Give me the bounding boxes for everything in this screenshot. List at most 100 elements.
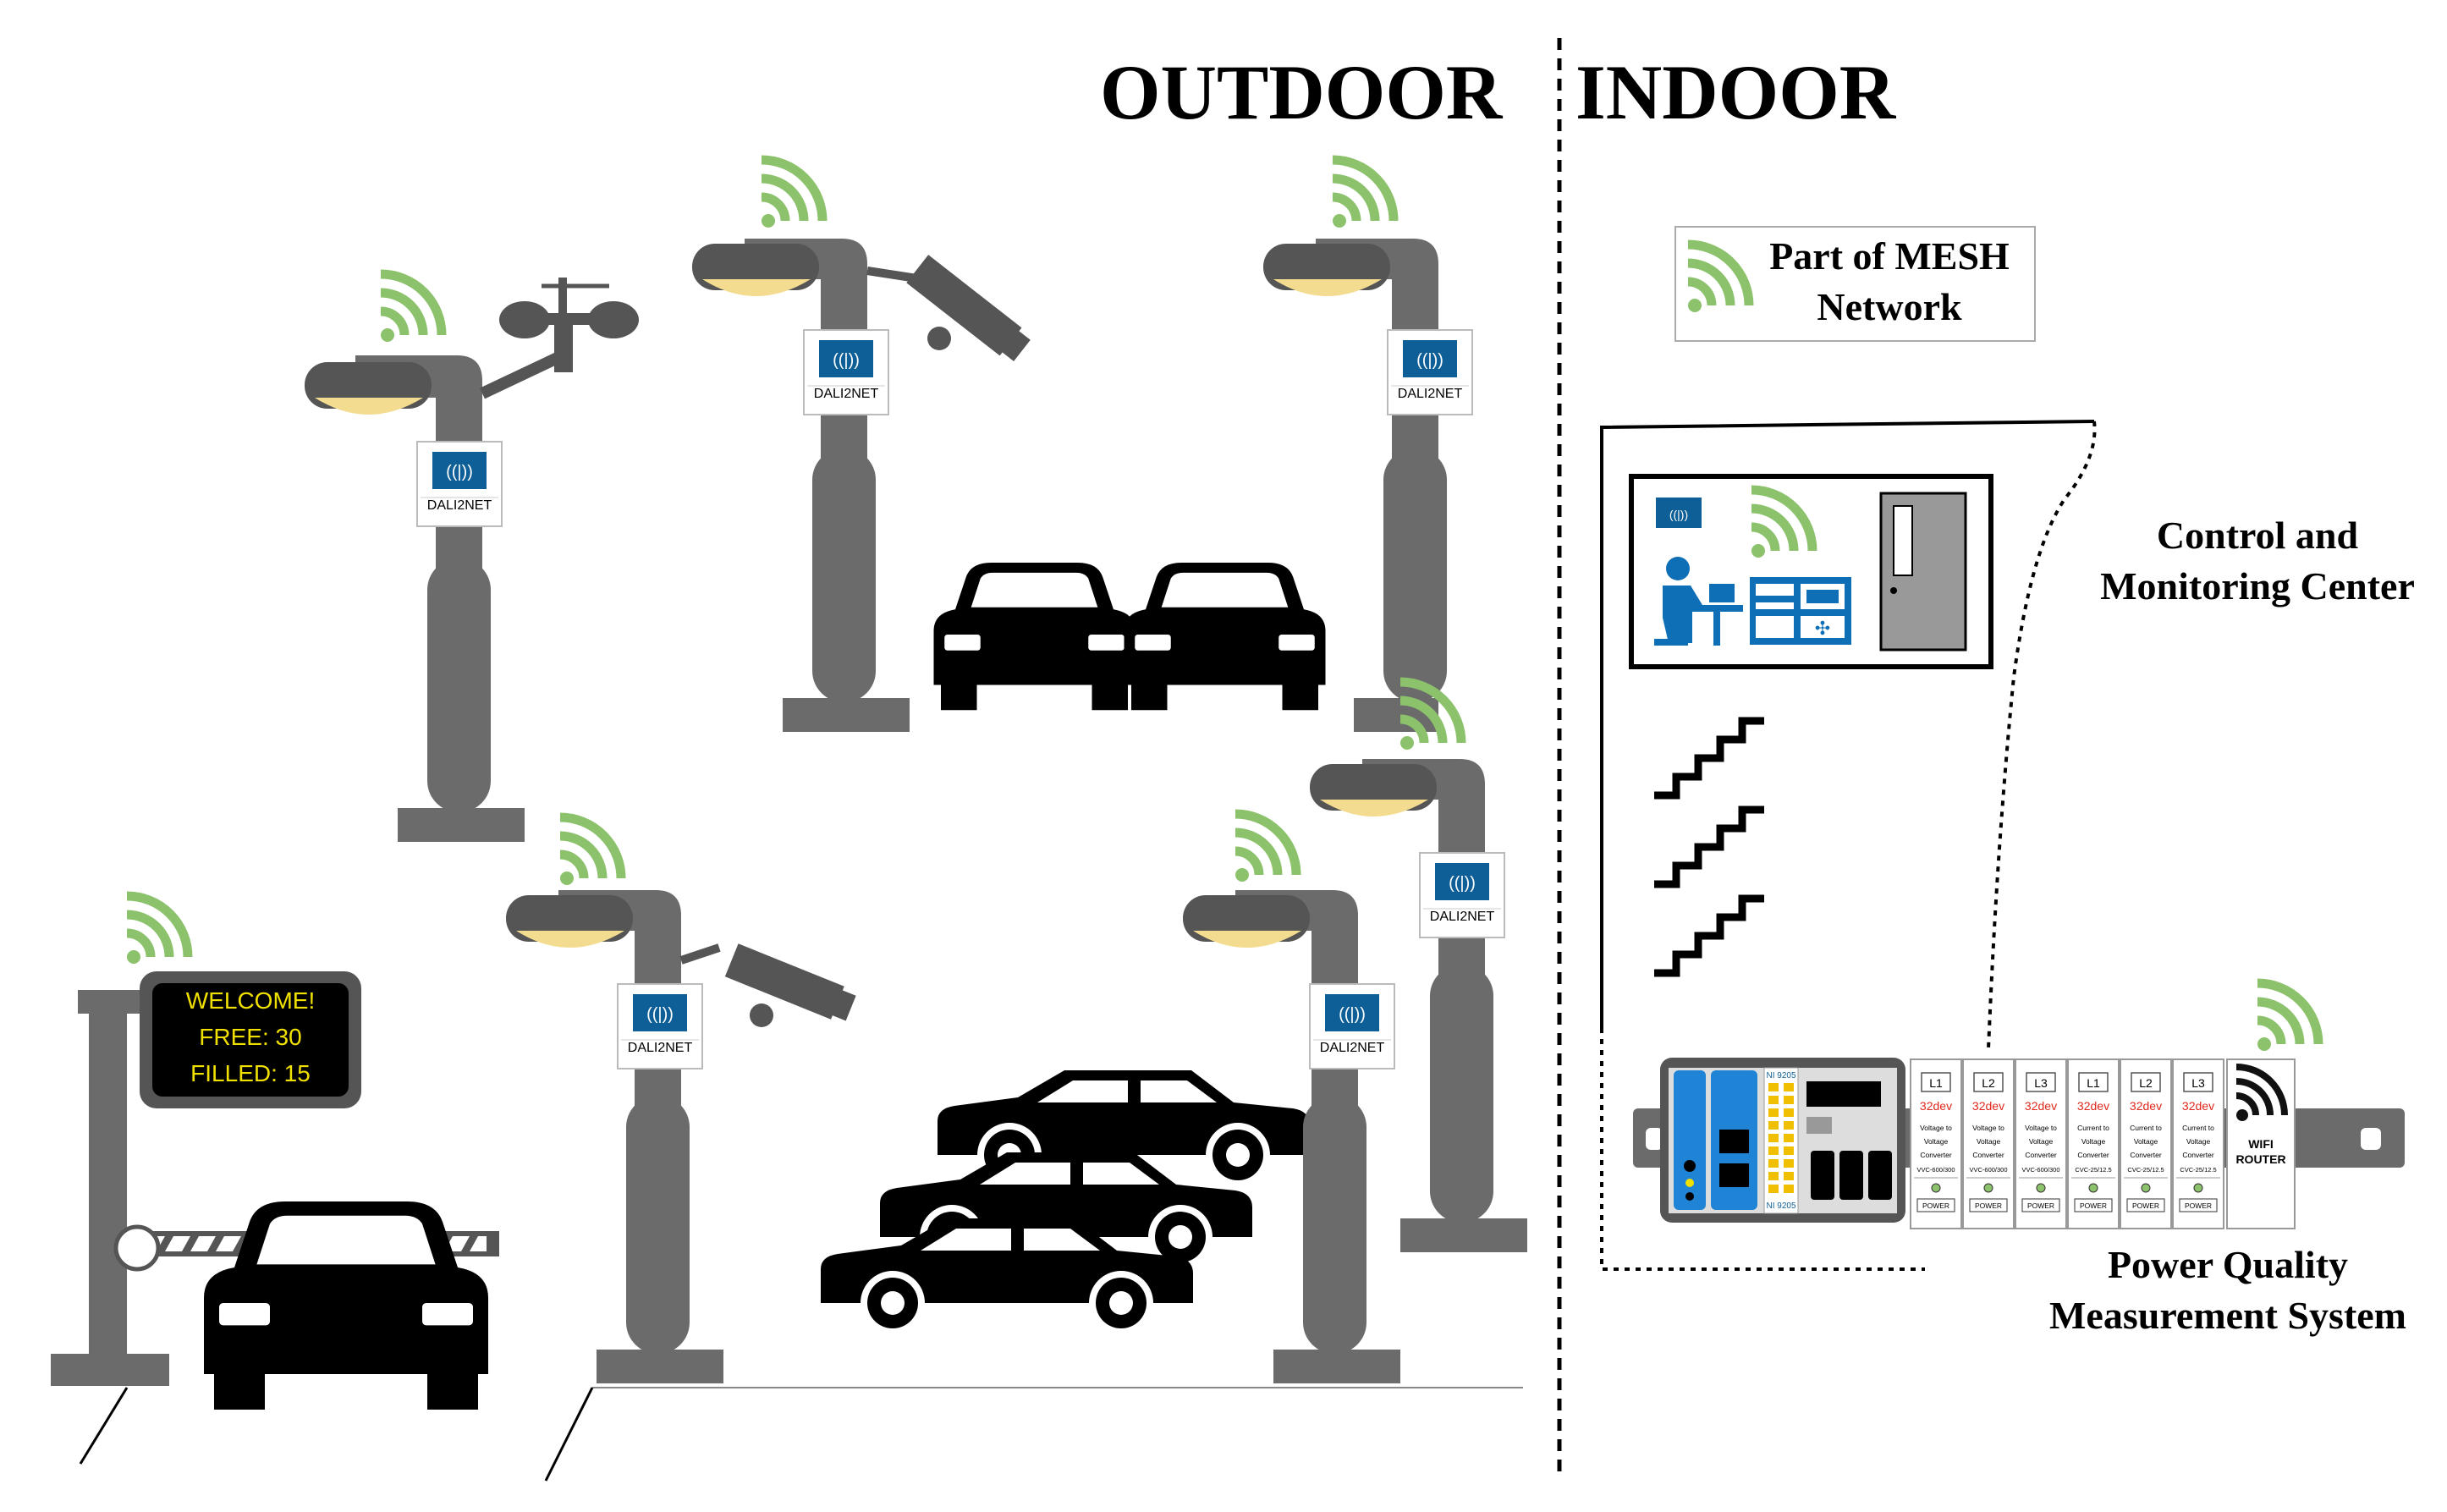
building-outline (1600, 420, 2095, 1028)
power-led (2141, 1183, 2151, 1193)
module-dev: 32dev (1920, 1099, 1952, 1113)
module-phase: L1 (2087, 1076, 2100, 1090)
wifi-icon (381, 274, 442, 342)
dali2net-label: DALI2NET (814, 387, 879, 401)
wifi-icon (2257, 983, 2318, 1051)
module-power: POWER (2132, 1201, 2159, 1210)
car-icon (933, 563, 1136, 711)
mesh-legend: Part of MESH Network (1674, 226, 2036, 342)
plc-module-bottom: NI 9205 (1766, 1201, 1795, 1211)
module-desc-line2: Voltage (2134, 1137, 2158, 1146)
module-desc-line2: Voltage (1977, 1137, 2001, 1146)
dali2net-module-icon (1419, 852, 1505, 938)
module-phase: L3 (2191, 1076, 2205, 1090)
control-room: ((|)) ✣ (1629, 474, 1993, 669)
module-desc-line1: Current to (2130, 1124, 2162, 1132)
power-led (1931, 1183, 1941, 1193)
car-icon (1124, 563, 1326, 711)
street-lamp-icon (692, 239, 910, 732)
dali2net-module-icon (1656, 498, 1702, 528)
cctv-camera-icon (679, 943, 856, 1027)
street-lamp-icon (305, 355, 525, 842)
module-phase: L2 (2139, 1076, 2153, 1090)
module-power: POWER (1922, 1201, 1949, 1210)
power-led (2036, 1183, 2046, 1193)
module-dev: 32dev (2025, 1099, 2057, 1113)
module-desc-line3: Converter (2025, 1151, 2056, 1159)
power-led (2193, 1183, 2203, 1193)
module-model: VVC-600/300 (1969, 1166, 2007, 1174)
dali2net-label: DALI2NET (1430, 910, 1495, 924)
module-power: POWER (2185, 1201, 2212, 1210)
power-led (1983, 1183, 1993, 1193)
module-phase: L2 (1982, 1076, 1995, 1090)
module-dev: 32dev (2130, 1099, 2162, 1113)
control-center-line2: Monitoring Center (2100, 564, 2415, 608)
server-rack-icon: ✣ (1750, 577, 1851, 645)
svg-text:✣: ✣ (1815, 618, 1830, 639)
dali2net-label: DALI2NET (628, 1041, 693, 1055)
module-phase: L1 (1929, 1076, 1943, 1090)
wifi-icon (1333, 160, 1394, 228)
module-dev: 32dev (2182, 1099, 2214, 1113)
plc-module-top: NI 9205 (1766, 1071, 1795, 1080)
module-dev: 32dev (1972, 1099, 2004, 1113)
module-model: CVC-25/12.5 (2180, 1166, 2216, 1174)
module-desc-line1: Current to (2182, 1124, 2214, 1132)
weather-station-icon (480, 278, 639, 399)
wifi-icon (1235, 814, 1296, 882)
module-desc-line1: Current to (2077, 1124, 2109, 1132)
router-label-line1: WIFI (2248, 1137, 2274, 1151)
module-desc-line2: Voltage (2186, 1137, 2211, 1146)
door-icon (1879, 492, 1967, 652)
operator-desk-icon (1654, 557, 1743, 646)
module-desc-line2: Voltage (2029, 1137, 2054, 1146)
mesh-legend-line2: Network (1817, 285, 1962, 328)
pq-system-line2: Measurement System (2049, 1294, 2406, 1337)
stairs-icon (1654, 721, 1764, 795)
module-desc-line1: Voltage to (1920, 1124, 1952, 1132)
module-model: CVC-25/12.5 (2075, 1166, 2111, 1174)
street-lamp-icon (506, 890, 723, 1383)
module-desc-line2: Voltage (1924, 1137, 1949, 1146)
sign-welcome: WELCOME! (186, 987, 315, 1014)
dali2net-module-icon (416, 441, 503, 527)
power-led (2088, 1183, 2098, 1193)
module-desc-line3: Converter (2130, 1151, 2161, 1159)
dali2net-module-icon (1309, 983, 1395, 1069)
module-desc-line2: Voltage (2081, 1137, 2106, 1146)
module-model: VVC-600/300 (1916, 1166, 1955, 1174)
wifi-icon (560, 817, 621, 885)
module-desc-line3: Converter (1972, 1151, 2004, 1159)
router-label-line2: ROUTER (2235, 1152, 2285, 1166)
outdoor-heading: OUTDOOR (1100, 49, 1504, 135)
module-power: POWER (2027, 1201, 2054, 1210)
module-desc-line3: Converter (2182, 1151, 2213, 1159)
module-desc-line3: Converter (1920, 1151, 1951, 1159)
stairs-icon (1654, 810, 1764, 884)
svg-text:((|)): ((|)) (1669, 508, 1688, 521)
module-desc-line1: Voltage to (2025, 1124, 2057, 1132)
module-phase: L3 (2034, 1076, 2048, 1090)
module-power: POWER (1975, 1201, 2002, 1210)
building-outline-dotted (1600, 421, 2097, 1271)
ground-edge-left (79, 1387, 129, 1465)
wifi-router-icon: WIFI ROUTER (2226, 1058, 2296, 1229)
module-power: POWER (2080, 1201, 2107, 1210)
module-model: CVC-25/12.5 (2127, 1166, 2164, 1174)
pq-system-line1: Power Quality (2108, 1243, 2348, 1286)
control-center-line1: Control and (2157, 514, 2359, 557)
car-icon (204, 1201, 488, 1410)
street-lamp-icon (1310, 759, 1527, 1252)
plc-icon: NI 9205 NI 9205 (1660, 1058, 1905, 1223)
cctv-camera-icon (866, 255, 1031, 361)
dali2net-label: DALI2NET (1320, 1041, 1385, 1055)
dali2net-label: DALI2NET (1398, 387, 1463, 401)
